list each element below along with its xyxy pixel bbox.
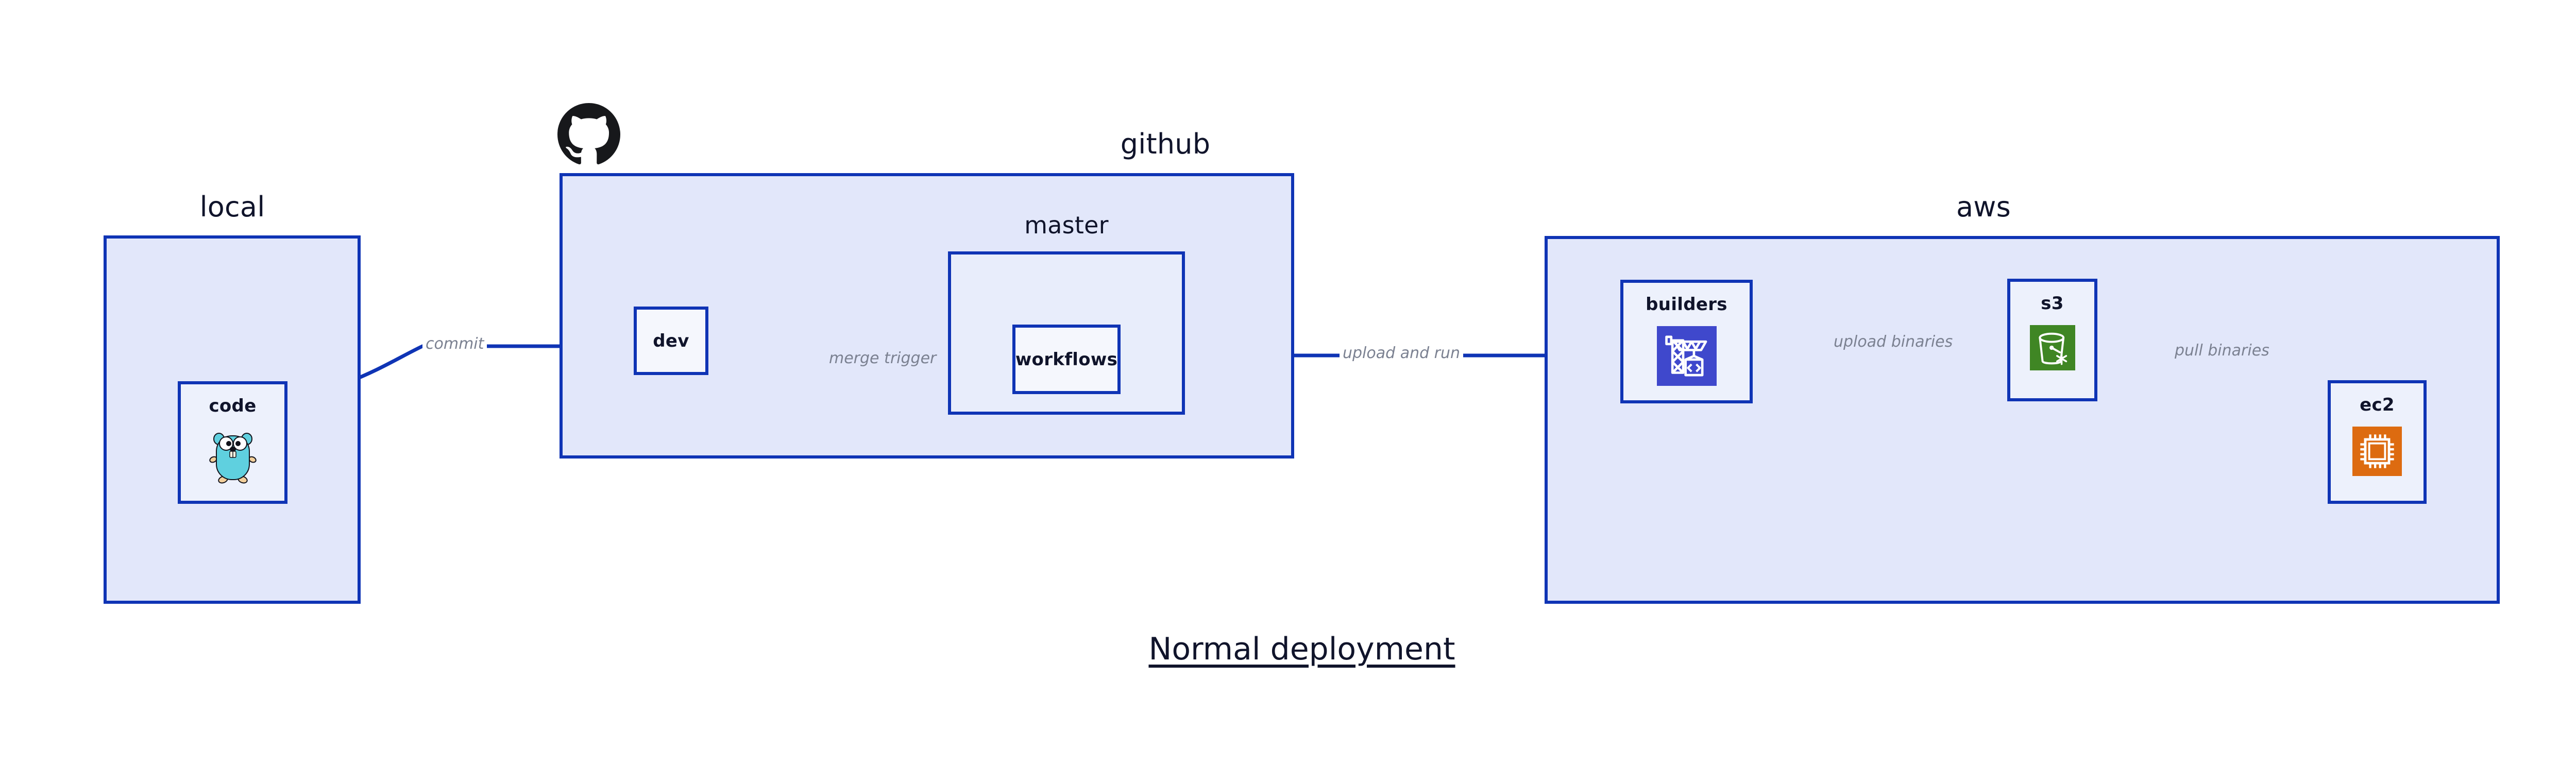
go-gopher-icon — [209, 428, 257, 484]
edge-label-upload-and-run: upload and run — [1340, 344, 1464, 362]
aws-s3-bucket-icon — [2029, 325, 2075, 370]
node-ec2-label: ec2 — [2360, 395, 2395, 415]
node-dev[interactable]: dev — [634, 307, 708, 375]
edge-label-merge-trigger: merge trigger — [826, 349, 940, 367]
group-label-master: master — [1024, 211, 1109, 239]
edge-label-commit: commit — [422, 335, 487, 353]
node-code-label: code — [209, 396, 257, 416]
group-label-local: local — [199, 191, 265, 223]
node-s3[interactable]: s3 — [2007, 279, 2097, 401]
aws-ec2-chip-icon — [2352, 427, 2402, 476]
group-local — [104, 235, 361, 604]
node-workflows[interactable]: workflows — [1012, 325, 1121, 394]
group-label-github: github — [1120, 128, 1211, 160]
edge-label-pull-binaries: pull binaries — [2172, 342, 2273, 360]
aws-codebuild-icon — [1656, 326, 1717, 386]
edge-label-upload-binaries: upload binaries — [1831, 333, 1956, 351]
node-builders[interactable]: builders — [1620, 280, 1753, 403]
node-s3-label: s3 — [2041, 293, 2064, 314]
github-octocat-logo — [557, 103, 620, 166]
diagram-title: Normal deployment — [1148, 631, 1455, 667]
group-label-aws: aws — [1956, 191, 2011, 223]
node-workflows-label: workflows — [1015, 349, 1118, 370]
node-ec2[interactable]: ec2 — [2328, 380, 2427, 504]
node-dev-label: dev — [653, 330, 689, 351]
node-builders-label: builders — [1646, 294, 1727, 315]
node-code[interactable]: code — [178, 381, 287, 504]
